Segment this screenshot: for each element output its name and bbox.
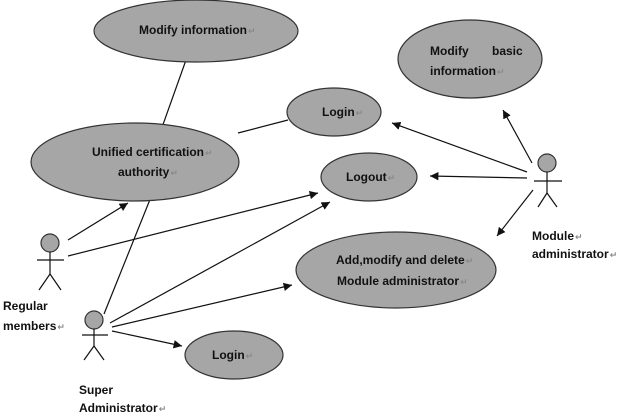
use-case-label-line-1: Unified certification↵ bbox=[92, 145, 213, 159]
use-case-label-line-1: Add,modify and delete↵ bbox=[336, 253, 473, 267]
use-case-login-top: Login↵ bbox=[286, 87, 382, 137]
use-case-label: Logout↵ bbox=[346, 170, 395, 184]
actor-label-line-1: Module↵ bbox=[532, 229, 583, 243]
use-case-logout: Logout↵ bbox=[320, 152, 418, 202]
arrow-super-to-logout bbox=[109, 201, 331, 324]
actor-label-line-1: Regular bbox=[3, 299, 48, 313]
use-case-login-bottom: Login↵ bbox=[184, 330, 284, 380]
use-case-label-line-2: Module administrator↵ bbox=[337, 274, 468, 288]
arrow-super-to-login-bottom bbox=[111, 330, 183, 349]
arrow-module-to-add-modify-delete bbox=[496, 189, 534, 237]
use-case-label-line-1: Modify basic bbox=[430, 44, 523, 58]
use-case-add-modify-delete-module-administrator: Add,modify and delete↵ Module administra… bbox=[295, 231, 497, 309]
actor-super-administrator: Super Administrator↵ bbox=[79, 310, 166, 415]
stick-figure-icon bbox=[534, 153, 562, 208]
actor-label-line-2: members↵ bbox=[3, 319, 65, 333]
use-case-label: Modify information↵ bbox=[139, 23, 256, 37]
arrow-regular-to-logout bbox=[67, 190, 319, 257]
actor-label-line-2: Administrator↵ bbox=[79, 401, 166, 415]
arrow-module-to-logout bbox=[429, 171, 528, 181]
use-case-unified-certification-authority: Unified certification↵ authority↵ bbox=[30, 122, 240, 202]
arrow-regular-to-unified bbox=[67, 202, 129, 241]
use-case-label: Login↵ bbox=[212, 348, 253, 362]
associations bbox=[67, 59, 534, 349]
arrow-module-to-login-top bbox=[391, 121, 528, 173]
line-unified-to-login-top bbox=[237, 119, 289, 134]
actor-label-line-1: Super bbox=[79, 383, 113, 397]
use-case-modify-basic-information: Modify basic information↵ bbox=[397, 19, 543, 99]
actor-label-line-2: administrator↵ bbox=[532, 247, 617, 261]
arrow-super-to-unified bbox=[103, 191, 154, 315]
use-case-modify-information: Modify information↵ bbox=[93, 0, 299, 63]
line-modify-information-to-unified bbox=[159, 59, 187, 134]
arrow-super-to-add-modify-delete bbox=[111, 282, 293, 328]
actor-module-administrator: Module↵ administrator↵ bbox=[532, 153, 617, 261]
arrow-module-to-modify-basic bbox=[502, 109, 533, 164]
use-case-label-line-2: information↵ bbox=[430, 64, 505, 78]
use-case-label: Login↵ bbox=[322, 105, 363, 119]
stick-figure-icon bbox=[82, 310, 108, 361]
stick-figure-icon bbox=[37, 233, 64, 291]
actor-regular-members: Regular members↵ bbox=[3, 233, 65, 333]
use-case-label-line-2: authority↵ bbox=[118, 165, 178, 179]
